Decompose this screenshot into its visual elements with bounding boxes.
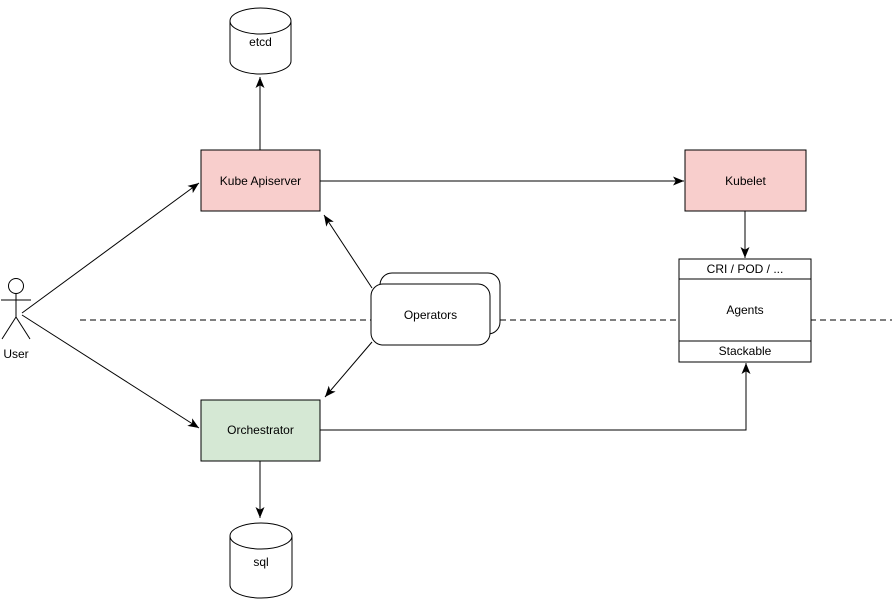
sql-cylinder-top <box>229 522 293 550</box>
edge-operators-to-orchestrator <box>324 341 373 398</box>
etcd-node: etcd <box>229 7 292 75</box>
kube-apiserver-label: Kube Apiserver <box>220 174 301 188</box>
user-label: User <box>3 347 28 361</box>
operators-label: Operators <box>404 308 457 322</box>
etcd-cylinder-body <box>229 21 292 75</box>
edge-orchestrator-to-agents-stack <box>320 363 751 431</box>
agents-stack-header-label: CRI / POD / ... <box>707 262 784 276</box>
kube-apiserver-node: Kube Apiserver <box>200 149 321 212</box>
user-actor-left-leg <box>1 316 17 340</box>
sql-node: sql <box>229 522 293 599</box>
orchestrator-node: Orchestrator <box>200 399 321 462</box>
kubelet-node: Kubelet <box>684 149 807 212</box>
user-actor-node: User <box>1 278 31 361</box>
orchestrator-label: Orchestrator <box>227 423 294 437</box>
edge-user-to-orchestrator <box>21 314 200 429</box>
etcd-cylinder-top <box>229 7 292 35</box>
kube-apiserver-box <box>200 149 321 212</box>
operators-node: Operators <box>370 272 501 346</box>
edge-user-to-kube-apiserver <box>21 182 200 314</box>
kubelet-label: Kubelet <box>725 174 766 188</box>
agents-stack-body-label: Agents <box>726 303 763 317</box>
orchestrator-box <box>200 399 321 462</box>
kubelet-box <box>684 149 807 212</box>
agents-stack-outline <box>678 258 812 363</box>
agents-stack-node: CRI / POD / ... Agents Stackable <box>678 258 812 363</box>
sql-label: sql <box>253 555 268 569</box>
etcd-label: etcd <box>249 35 272 49</box>
sql-cylinder-body <box>229 536 293 599</box>
operators-front-card <box>370 283 491 346</box>
agents-stack-footer-label: Stackable <box>719 344 772 358</box>
edge-operators-to-kube-apiserver <box>323 214 373 289</box>
user-actor-right-leg <box>15 316 31 340</box>
